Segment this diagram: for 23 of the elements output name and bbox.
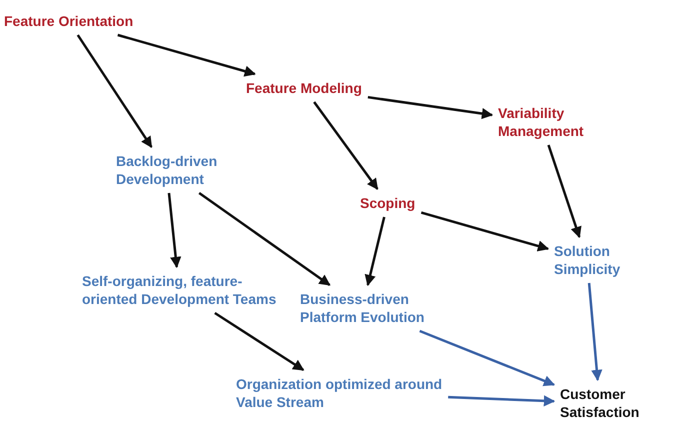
arrow	[368, 96, 494, 120]
arrow	[547, 144, 582, 238]
arrow	[214, 312, 304, 372]
arrow	[419, 330, 556, 386]
node-label: Business-driven Platform Evolution	[300, 291, 424, 325]
arrow	[198, 192, 331, 286]
node-label: Feature Orientation	[4, 13, 134, 29]
arrow	[168, 192, 182, 268]
arrow	[588, 282, 602, 382]
arrow	[420, 211, 550, 252]
arrow	[76, 34, 152, 148]
arrow	[313, 101, 378, 190]
node-label: Organization optimized around Value Stream	[236, 376, 442, 410]
arrow	[364, 216, 386, 286]
node-label: Feature Modeling	[246, 80, 362, 96]
node-label: Backlog-driven Development	[116, 153, 218, 187]
arrow	[117, 34, 256, 77]
node-label: Customer Satisfaction	[560, 386, 640, 420]
arrow	[448, 395, 556, 406]
node-label: Variability Management	[498, 105, 584, 139]
node-label: Scoping	[360, 195, 416, 211]
node-label: Solution Simplicity	[554, 243, 620, 277]
node-label: Self-organizing, feature-oriented Development Teams	[82, 273, 276, 307]
